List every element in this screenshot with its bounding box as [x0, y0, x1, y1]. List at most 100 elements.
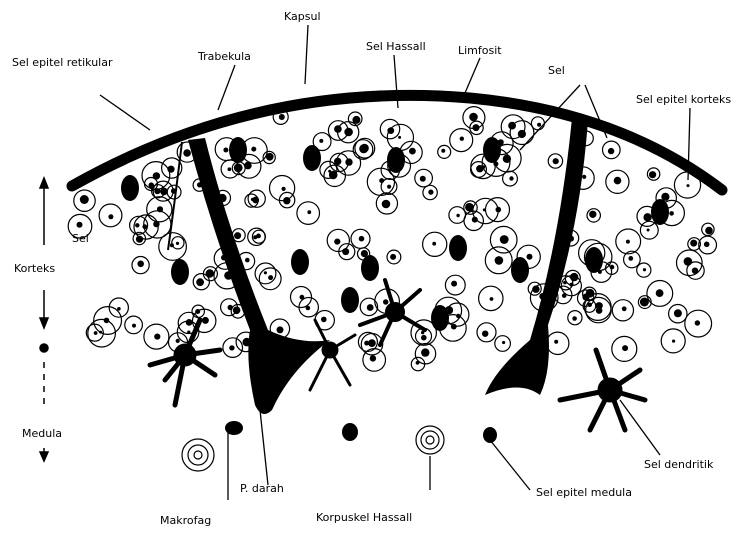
cell-nucleus: [387, 185, 391, 189]
cell-nucleus: [456, 214, 459, 217]
cell-nucleus: [243, 338, 252, 347]
cell-nucleus: [382, 200, 391, 209]
label-sel-epitel-korteks: Sel epitel korteks: [636, 93, 731, 106]
cell-nucleus: [264, 271, 267, 274]
cell-nucleus: [352, 116, 360, 124]
cell-nucleus: [456, 314, 460, 318]
cell-nucleus: [370, 355, 376, 361]
cell-nucleus: [502, 341, 505, 344]
cell-nucleus: [622, 306, 627, 311]
cell-nucleus: [643, 268, 646, 271]
epithelial-nucleus: [229, 137, 247, 163]
cell-nucleus: [614, 177, 622, 185]
cell-nucleus: [508, 122, 516, 130]
cell-nucleus: [345, 158, 352, 165]
cell-nucleus: [153, 172, 160, 179]
cell-nucleus: [136, 236, 143, 243]
label-p-darah: P. darah: [240, 482, 284, 495]
cell-nucleus: [187, 331, 190, 334]
cell-nucleus: [672, 340, 675, 343]
epithelial-nucleus: [303, 145, 321, 171]
cell-nucleus: [500, 235, 509, 244]
cell-nucleus: [224, 271, 233, 280]
cell-nucleus: [428, 190, 433, 195]
cell-nucleus: [329, 171, 338, 180]
cell-nucleus: [379, 178, 384, 183]
dendritic-cell-medulla: [310, 320, 355, 390]
label-sel-epitel-retikular: Sel epitel retikular: [12, 56, 113, 69]
cell-nucleus: [490, 297, 494, 301]
label-medula: Medula: [22, 427, 62, 440]
cell-nucleus: [300, 295, 305, 300]
cell-nucleus: [132, 324, 136, 328]
epithelial-nucleus: [341, 287, 359, 313]
cell-nucleus: [228, 167, 232, 171]
cell-nucleus: [99, 331, 102, 334]
cell-nucleus: [421, 348, 429, 356]
cell-nucleus: [482, 165, 486, 169]
epithelial-nucleus: [585, 247, 603, 273]
cell-nucleus: [568, 236, 574, 242]
cell-nucleus: [684, 257, 693, 266]
cell-nucleus: [108, 214, 113, 219]
epithelial-nucleus: [361, 255, 379, 281]
blood-vessel: [225, 421, 497, 443]
cell-nucleus: [589, 211, 596, 218]
cell-nucleus: [221, 255, 227, 261]
cell-nucleus: [572, 316, 577, 321]
cell-nucleus: [176, 242, 179, 245]
cell-nucleus: [626, 240, 630, 244]
cell-nucleus: [245, 258, 250, 263]
label-korpuskel-hassall: Korpuskel Hassall: [316, 511, 412, 524]
cell-nucleus: [277, 326, 284, 333]
cell-nucleus: [451, 324, 457, 330]
cell-nucleus: [582, 175, 586, 179]
cell-nucleus: [77, 222, 83, 228]
cell-nucleus: [234, 232, 241, 239]
cell-nucleus: [622, 345, 628, 351]
cell-nucleus: [218, 194, 226, 202]
cell-nucleus: [321, 317, 327, 323]
cell-nucleus: [465, 203, 474, 212]
label-sel: Sel: [548, 64, 565, 77]
cell-nucleus: [553, 158, 559, 164]
cell-nucleus: [704, 242, 710, 248]
cell-nucleus: [421, 335, 427, 341]
cell-nucleus: [202, 317, 209, 324]
cell-nucleus: [420, 176, 426, 182]
cell-nucleus: [469, 113, 478, 122]
cell-nucleus: [160, 188, 168, 196]
cell-nucleus: [319, 139, 323, 143]
cell-nucleus: [387, 127, 394, 134]
cell-nucleus: [570, 273, 578, 281]
cell-nucleus: [283, 197, 290, 204]
label-trabekula: Trabekula: [197, 50, 251, 63]
cell-nucleus: [364, 341, 369, 346]
cell-nucleus: [398, 136, 401, 139]
macrophage-cell: [182, 439, 214, 471]
cell-nucleus: [640, 298, 649, 307]
cell-nucleus: [268, 275, 273, 280]
cell-nucleus: [186, 319, 193, 326]
cell-nucleus: [334, 125, 342, 133]
cell-nucleus: [233, 307, 241, 315]
dendritic-cell-right: [560, 350, 645, 430]
cell-nucleus: [695, 320, 700, 325]
label-sel-hassall: Sel Hassall: [366, 40, 426, 53]
cell-nucleus: [154, 188, 160, 194]
cell-nucleus: [460, 137, 464, 141]
cell-nucleus: [383, 299, 388, 304]
cell-nucleus: [223, 148, 228, 153]
cell-nucleus: [282, 187, 286, 191]
cell-nucleus: [586, 289, 595, 298]
epithelial-nucleus: [431, 305, 449, 331]
medula-marker: [40, 362, 48, 461]
cell-nucleus: [518, 130, 526, 138]
cell-nucleus: [608, 148, 614, 154]
cell-nucleus: [416, 361, 420, 365]
cell-nucleus: [229, 345, 234, 350]
cell-nucleus: [503, 155, 511, 163]
label-sel-dendritik: Sel dendritik: [644, 458, 714, 471]
cell-nucleus: [94, 331, 98, 335]
